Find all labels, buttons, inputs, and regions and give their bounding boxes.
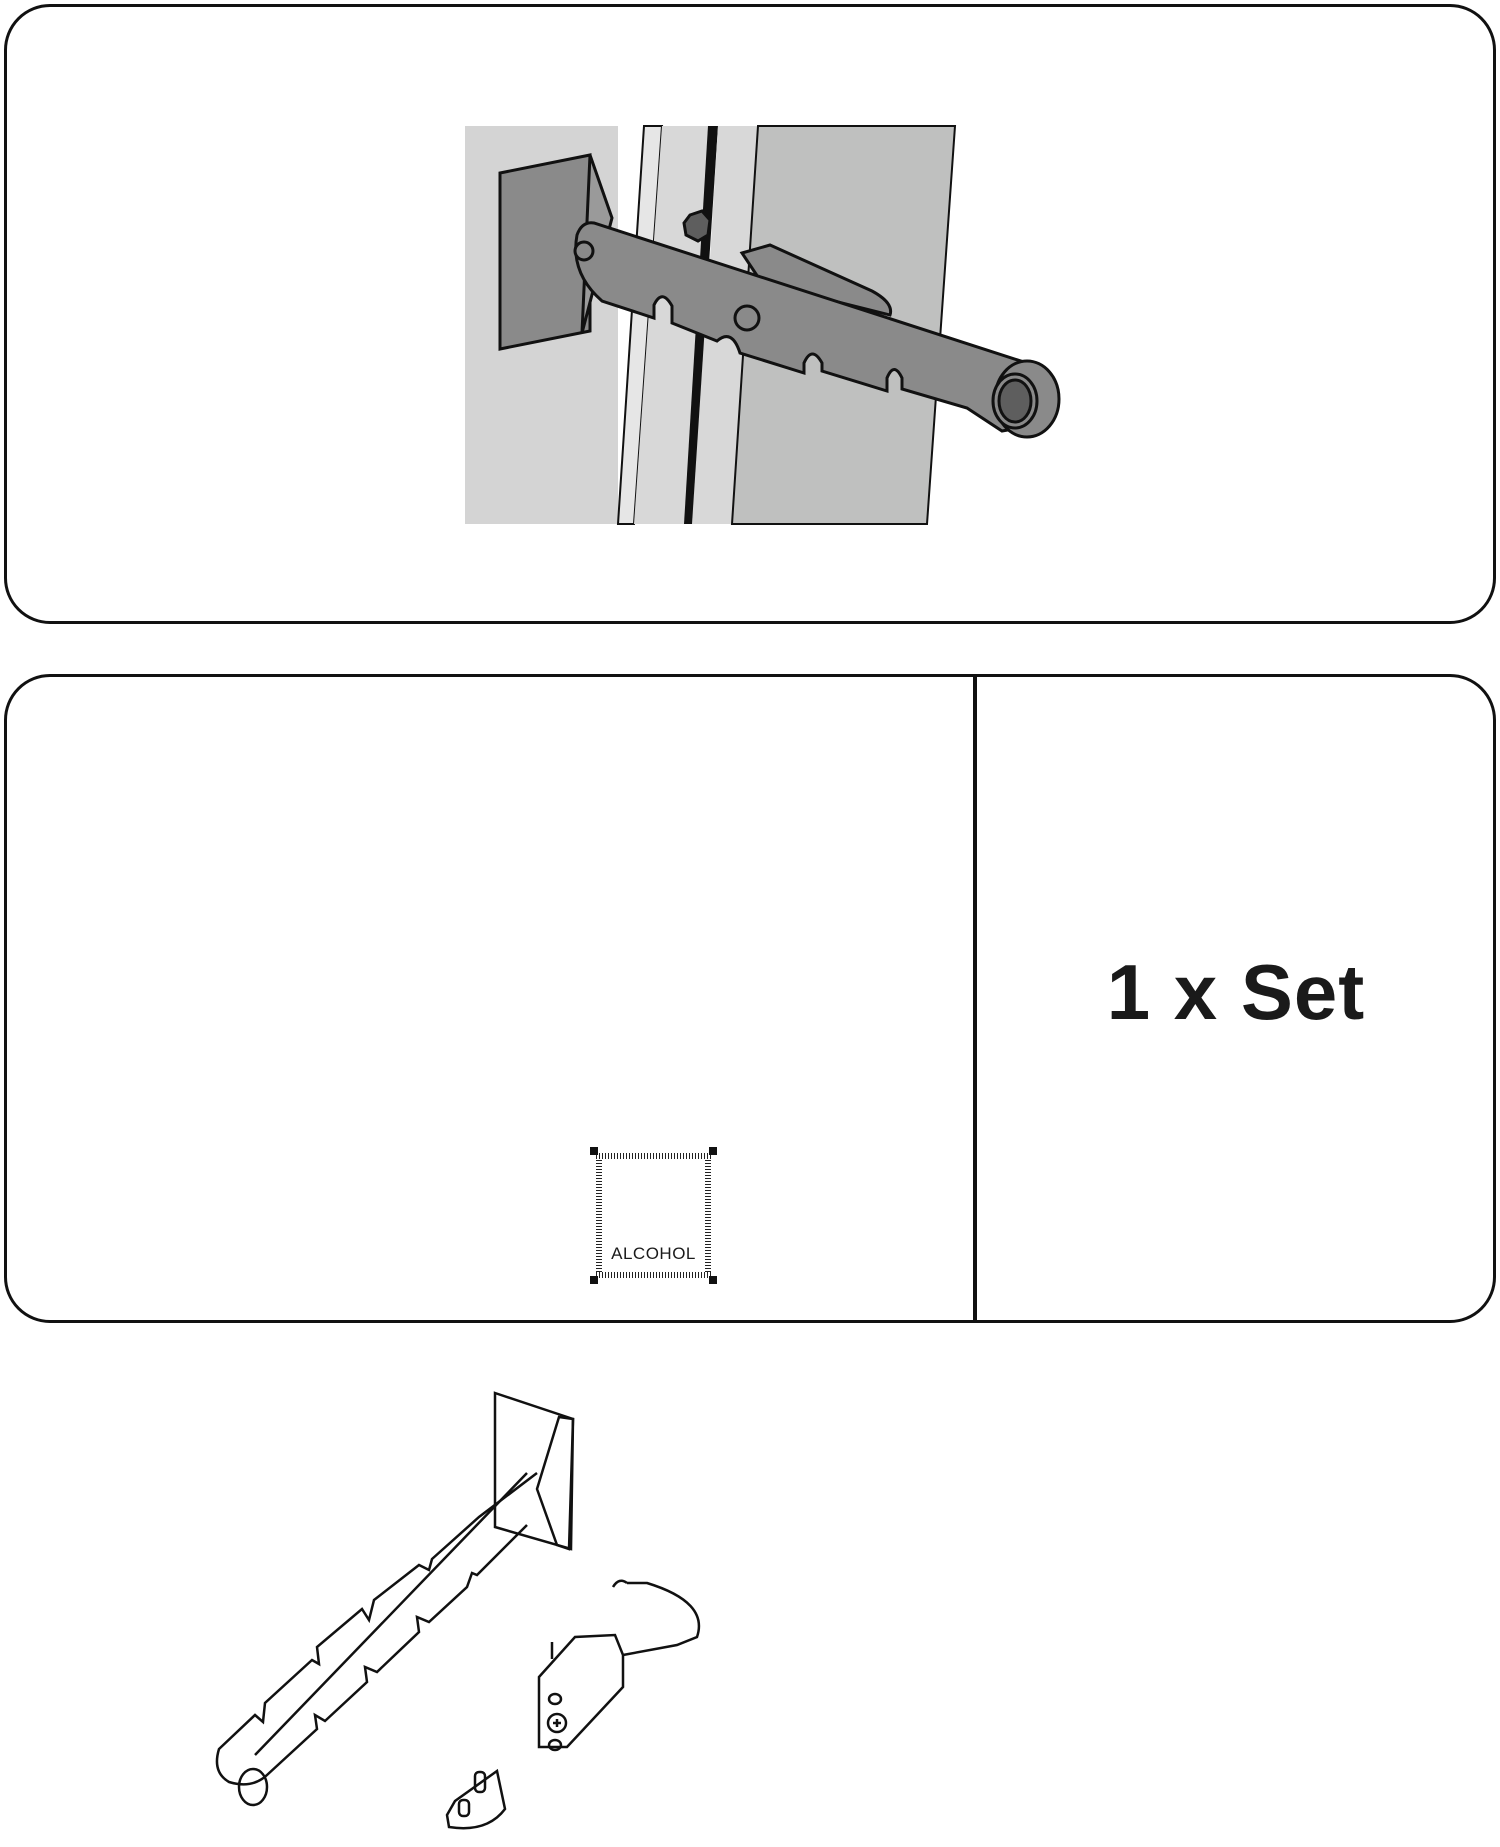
contents-panel: ALCOHOL 1 x Set xyxy=(4,674,1496,1830)
quantity-label: 1 x Set xyxy=(1106,948,1366,1036)
alcohol-wipe-icon: ALCOHOL xyxy=(590,1147,717,1284)
installed-window-stay-illustration xyxy=(465,125,1061,525)
panel-divider xyxy=(973,677,977,1320)
installation-panel xyxy=(4,4,1496,624)
alcohol-wipe-label: ALCOHOL xyxy=(611,1244,696,1263)
parts-line-drawing xyxy=(215,1391,701,1830)
